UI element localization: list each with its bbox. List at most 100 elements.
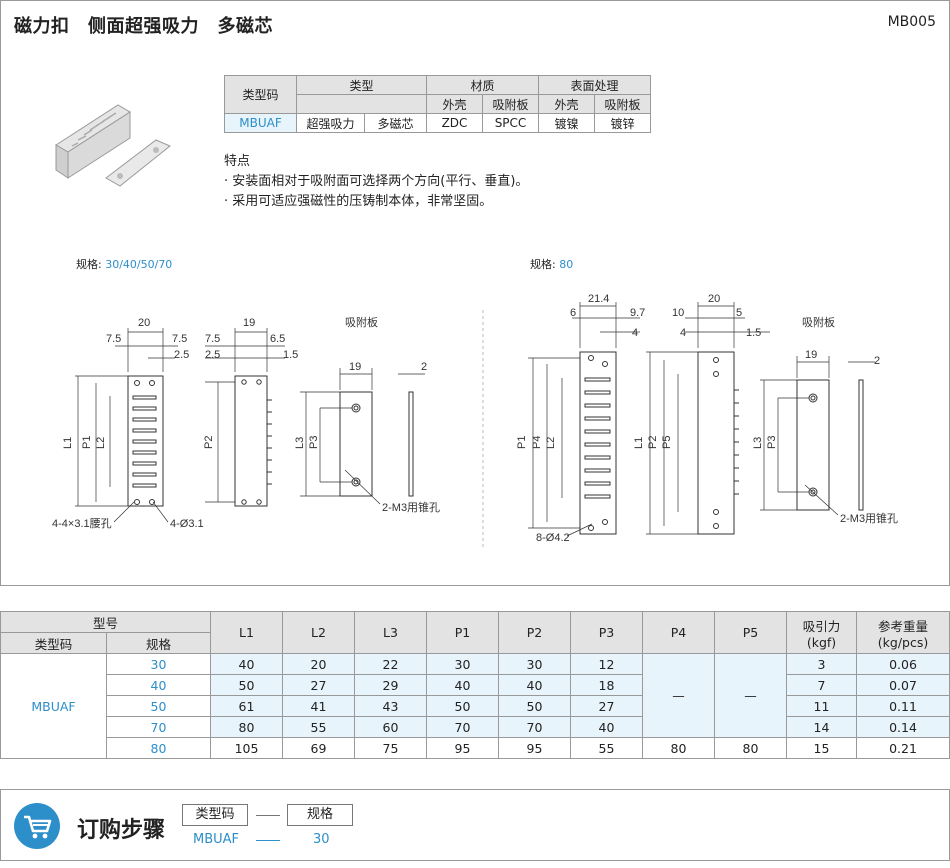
cell: 105 bbox=[210, 737, 283, 759]
spec-h-shell2: 外壳 bbox=[538, 94, 595, 114]
h-P5: P5 bbox=[714, 611, 787, 654]
cell: 41 bbox=[282, 695, 355, 717]
cell: 50 bbox=[210, 674, 283, 696]
axis-P2r: P2 bbox=[647, 436, 659, 449]
cell: 55 bbox=[570, 737, 643, 759]
cell: 27 bbox=[570, 695, 643, 717]
cell: 30 bbox=[498, 653, 571, 675]
spec-mat-shell: ZDC bbox=[426, 113, 483, 133]
axis-L1: L1 bbox=[62, 437, 74, 449]
cell: 40 bbox=[426, 674, 499, 696]
spec-h-type-code: 类型码 bbox=[224, 75, 297, 114]
axis-P5: P5 bbox=[661, 436, 673, 449]
cell: 0.21 bbox=[856, 737, 950, 759]
cell: 0.07 bbox=[856, 674, 950, 696]
plate-label-left: 吸附板 bbox=[345, 315, 378, 329]
cell-P4-dash: — bbox=[642, 653, 715, 738]
dim-1-5: 1.5 bbox=[283, 349, 298, 361]
h-type-code: 类型码 bbox=[0, 632, 107, 654]
cell: 50 bbox=[498, 695, 571, 717]
spec-label-left: 规格: 30/40/50/70 bbox=[76, 258, 173, 271]
cell: 0.14 bbox=[856, 716, 950, 738]
cell: 69 bbox=[282, 737, 355, 759]
dim-5: 5 bbox=[736, 307, 742, 319]
cell: 40 bbox=[210, 653, 283, 675]
order-val-connector bbox=[256, 840, 280, 841]
h-force: 吸引力(kgf) bbox=[786, 611, 857, 654]
spec-table: 类型码 类型 材质 表面处理 外壳 吸附板 外壳 吸附板 MBUAF 超强吸力 … bbox=[224, 75, 651, 133]
spec-h-shell: 外壳 bbox=[426, 94, 483, 114]
dim-4r: 4 bbox=[680, 327, 686, 339]
dim-7-5b: 7.5 bbox=[172, 333, 187, 345]
cell: 60 bbox=[354, 716, 427, 738]
order-box-size: 规格 bbox=[287, 804, 353, 826]
axis-L1r: L1 bbox=[633, 437, 645, 449]
cell: 70 bbox=[498, 716, 571, 738]
cell: 70 bbox=[426, 716, 499, 738]
axis-P1: P1 bbox=[81, 436, 93, 449]
dim-20: 20 bbox=[138, 317, 150, 329]
h-L3: L3 bbox=[354, 611, 427, 654]
axis-P3r: P3 bbox=[766, 436, 778, 449]
dim-10: 10 bbox=[672, 307, 684, 319]
axis-L2: L2 bbox=[95, 437, 107, 449]
axis-P1r: P1 bbox=[516, 436, 528, 449]
cell: 14 bbox=[786, 716, 857, 738]
dim-19b: 19 bbox=[349, 361, 361, 373]
feature-item: · 安装面相对于吸附面可选择两个方向(平行、垂直)。 bbox=[224, 174, 529, 189]
h-weight: 参考重量(kg/pcs) bbox=[856, 611, 950, 654]
cell: 0.11 bbox=[856, 695, 950, 717]
order-connector bbox=[256, 815, 280, 816]
cell: 27 bbox=[282, 674, 355, 696]
dim-20r: 20 bbox=[708, 293, 720, 305]
cell: 50 bbox=[426, 695, 499, 717]
dim-19: 19 bbox=[243, 317, 255, 329]
cell: 55 bbox=[282, 716, 355, 738]
cell: 7 bbox=[786, 674, 857, 696]
dim-1-5r: 1.5 bbox=[746, 327, 761, 339]
order-title: 订购步骤 bbox=[77, 818, 166, 843]
cell: 75 bbox=[354, 737, 427, 759]
dim-6-5: 6.5 bbox=[270, 333, 285, 345]
spec-surf-shell: 镀镍 bbox=[538, 113, 595, 133]
product-image bbox=[55, 104, 171, 187]
spec-mat-plate: SPCC bbox=[482, 113, 539, 133]
cell: 80 bbox=[210, 716, 283, 738]
cell: 43 bbox=[354, 695, 427, 717]
spec-surf-plate: 镀锌 bbox=[594, 113, 651, 133]
countersink-right: 2-M3用锥孔 bbox=[840, 512, 898, 525]
spec-type-code: MBUAF bbox=[224, 113, 297, 133]
spec-h-surface: 表面处理 bbox=[538, 75, 651, 95]
cell: 22 bbox=[354, 653, 427, 675]
dim-7-5c: 7.5 bbox=[205, 333, 220, 345]
order-val-type-code: MBUAF bbox=[193, 832, 240, 847]
h-model: 型号 bbox=[0, 611, 211, 633]
spec-h-type: 类型 bbox=[296, 75, 427, 95]
axis-L3r: L3 bbox=[752, 437, 764, 449]
dim-labels-left: 20 7.5 7.5 2.5 L1 P1 L2 bbox=[62, 317, 189, 449]
cell: 80 bbox=[714, 737, 787, 759]
dimension-table: 型号 L1 L2 L3 P1 P2 P3 P4 P5 吸引力(kgf) 参考重量… bbox=[0, 611, 950, 759]
cell: 0.06 bbox=[856, 653, 950, 675]
features-title: 特点 bbox=[224, 154, 251, 169]
product-code: MB005 bbox=[887, 14, 936, 30]
row-size: 30 bbox=[106, 653, 211, 675]
cell: 40 bbox=[570, 716, 643, 738]
axis-L3: L3 bbox=[294, 437, 306, 449]
cell: 15 bbox=[786, 737, 857, 759]
cart-icon bbox=[14, 803, 60, 849]
technical-drawing: 20 7.5 7.5 2.5 L1 P1 L2 4-4×3.1腰孔 4-Ø3.1… bbox=[52, 293, 898, 550]
spec-label-right: 规格: 80 bbox=[530, 258, 574, 271]
cell: 40 bbox=[498, 674, 571, 696]
plate-label-right: 吸附板 bbox=[802, 315, 835, 329]
axis-P4: P4 bbox=[531, 436, 543, 449]
order-box-type-code: 类型码 bbox=[182, 804, 248, 826]
dim-2-5b: 2.5 bbox=[205, 349, 220, 361]
order-val-size: 30 bbox=[313, 832, 330, 847]
row-size: 80 bbox=[106, 737, 211, 759]
cell: 95 bbox=[498, 737, 571, 759]
h-L1: L1 bbox=[210, 611, 283, 654]
dim-9-7: 9.7 bbox=[630, 307, 645, 319]
cell: 11 bbox=[786, 695, 857, 717]
dim-21-4: 21.4 bbox=[588, 293, 609, 305]
